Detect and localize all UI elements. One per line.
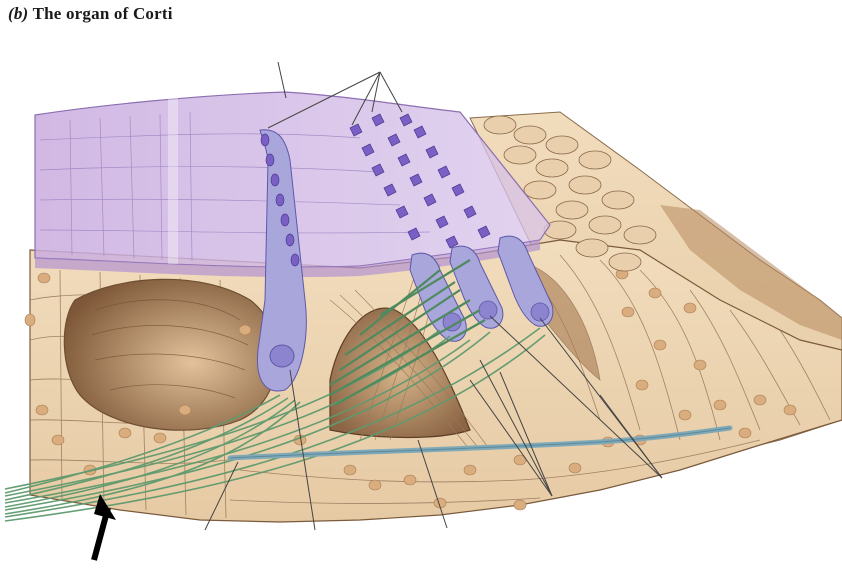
leader-tectorial-membrane [277,61,287,99]
inner-hair-cell [256,129,307,392]
label-leader-lines [204,61,663,531]
sulcus-lines [91,299,249,399]
outer-hair-cell [449,245,504,329]
leader-stereocilia [267,71,381,129]
leader-outer-hair-cells [489,315,663,479]
outer-hair-cell [497,235,554,327]
leader-stereocilia [379,71,403,113]
panel-letter: (b) [8,4,29,23]
leader-inner-hair-cell [289,369,316,531]
outer-hair-cell [409,252,467,342]
auditory-nerve-fibers [4,327,546,522]
reticular-surface-cells [483,115,657,272]
leader-outer-hair-cells [499,371,553,497]
leader-basilar-membrane [204,461,239,531]
tectorial-highlight [168,96,178,264]
inner-hair-cell-nucleus [269,344,295,368]
outer-tissue-edge [660,205,842,340]
leader-tunnel-of-corti [417,439,448,529]
tectorial-fibers [39,111,431,262]
outer-hair-cells [409,235,554,342]
leader-stereocilia [351,71,381,126]
leader-outer-hair-cells [469,379,553,497]
support-cell-nuclei [24,268,797,511]
figure-title-text: The organ of Corti [32,4,173,23]
figure-title: (b) The organ of Corti [8,4,173,24]
leader-outer-hair-cells [599,394,663,479]
pillar-fibers [329,259,491,451]
outer-hair-cell-stereocilia [349,113,491,249]
inner-hair-cell-stereocilia [260,133,300,267]
leader-stereocilia [371,71,381,113]
leader-outer-hair-cells [479,359,553,497]
spiral-fibers [329,259,486,406]
